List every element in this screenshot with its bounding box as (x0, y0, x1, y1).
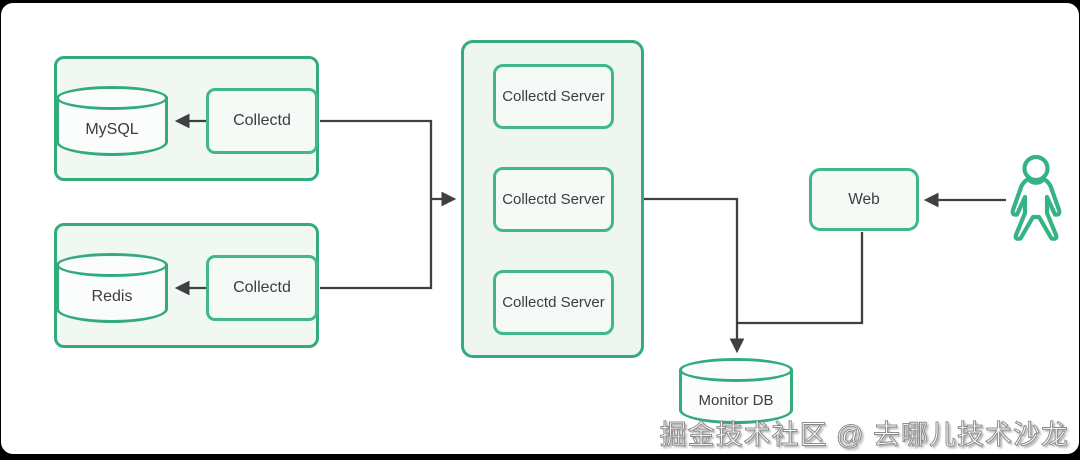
watermark-text: 掘金技术社区 @ 去哪儿技术沙龙 (659, 420, 1069, 451)
collectd-server-label-1: Collectd Server (502, 88, 605, 105)
edge-cluster-to-monitordb (644, 197, 745, 354)
collectd-server-box-2: Collectd Server (493, 167, 614, 232)
collectd-server-box-3: Collectd Server (493, 270, 614, 335)
collectd-server-label-3: Collectd Server (502, 294, 605, 311)
user-actor-icon (1010, 154, 1062, 241)
cylinder-top (679, 358, 793, 382)
cylinder-top (56, 253, 168, 277)
web-label: Web (848, 190, 880, 208)
actor-head (1022, 154, 1050, 183)
redis-database-cylinder: Redis (56, 253, 168, 323)
monitor-db-cylinder: Monitor DB (679, 358, 793, 424)
redis-collectd-agent-box: Collectd (206, 255, 318, 321)
mysql-label: MySQL (85, 121, 139, 138)
monitor-db-label: Monitor DB (698, 391, 774, 409)
cylinder-top (56, 86, 168, 110)
mysql-collectd-agent-box: Collectd (206, 88, 318, 154)
diagram-canvas: MySQL Collectd Redis Collectd Collectd S… (1, 3, 1079, 454)
collectd-server-label-2: Collectd Server (502, 191, 605, 208)
redis-collectd-agent-label: Collectd (233, 279, 291, 296)
collectd-server-box-1: Collectd Server (493, 64, 614, 129)
edge-agents-merge (320, 119, 433, 290)
mysql-collectd-agent-label: Collectd (233, 112, 291, 129)
redis-label: Redis (91, 288, 133, 305)
edge-web-to-monitordb (737, 232, 864, 325)
mysql-database-cylinder: MySQL (56, 86, 168, 156)
actor-body (1010, 176, 1062, 241)
web-box: Web (809, 168, 919, 231)
